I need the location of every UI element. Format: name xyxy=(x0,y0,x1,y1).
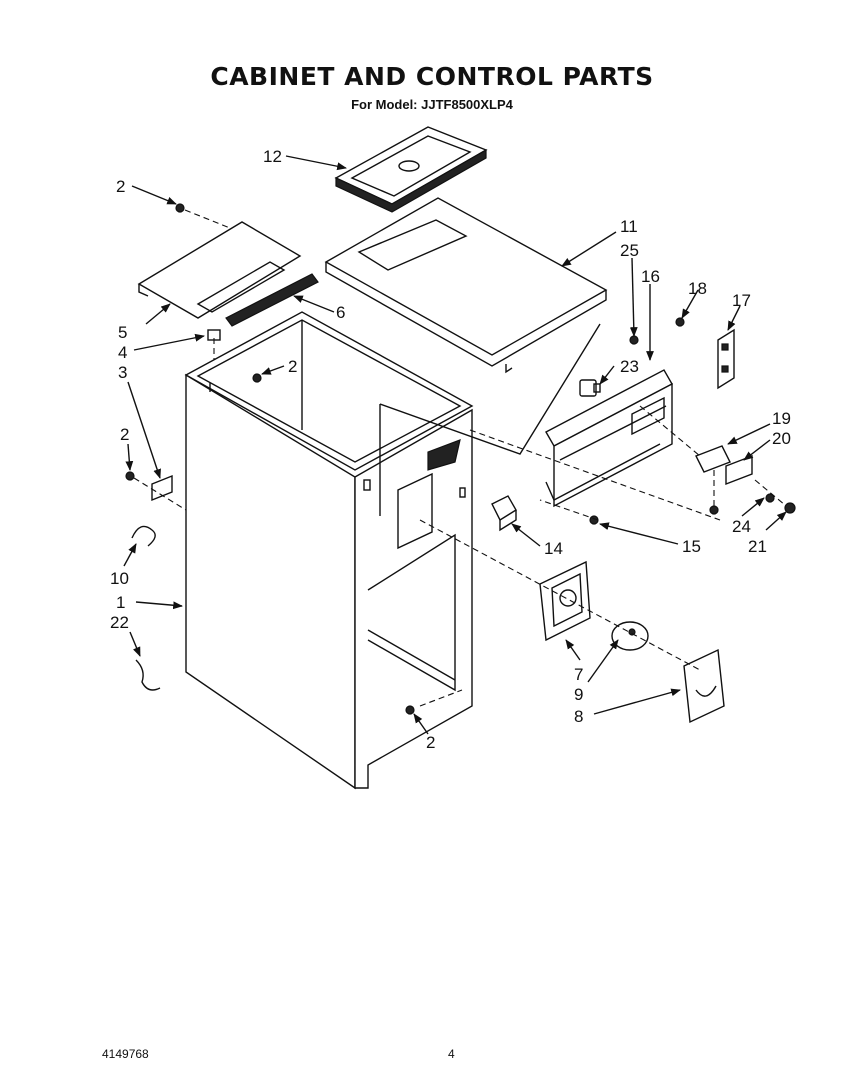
cabinet-body xyxy=(184,311,474,790)
callout-16: 16 xyxy=(641,267,660,286)
bracket-part-3 xyxy=(151,474,173,502)
switch-part-19 xyxy=(695,445,731,473)
callout-25: 25 xyxy=(620,241,639,260)
control-cover xyxy=(137,221,319,327)
callout-8: 8 xyxy=(574,707,583,726)
bracket-part-17 xyxy=(717,328,735,390)
callout-24: 24 xyxy=(732,517,751,536)
switch-part-14 xyxy=(491,495,517,532)
leader-lines xyxy=(123,155,787,735)
callout-1: 1 xyxy=(116,593,125,612)
knob-plate-8 xyxy=(683,648,725,724)
assembly-lines xyxy=(133,209,786,707)
callout-2: 2 xyxy=(288,357,297,376)
top-panel xyxy=(324,197,608,374)
cord-part-10 xyxy=(131,525,156,547)
callout-7: 7 xyxy=(574,665,583,684)
cord-part-22 xyxy=(135,659,161,691)
callout-6: 6 xyxy=(336,303,345,322)
document-number: 4149768 xyxy=(102,1047,149,1061)
switch-part-23 xyxy=(579,379,601,397)
callout-3: 3 xyxy=(118,363,127,382)
callout-2: 2 xyxy=(120,425,129,444)
callout-12: 12 xyxy=(263,147,282,166)
page-number: 4 xyxy=(448,1047,455,1061)
model-subtitle: For Model: JJTF8500XLP4 xyxy=(351,97,513,112)
control-bracket xyxy=(545,369,673,508)
dial-9 xyxy=(611,621,649,651)
callout-10: 10 xyxy=(110,569,129,588)
callout-18: 18 xyxy=(688,279,707,298)
callout-22: 22 xyxy=(110,613,129,632)
callout-17: 17 xyxy=(732,291,751,310)
callout-2: 2 xyxy=(116,177,125,196)
callout-2: 2 xyxy=(426,733,435,752)
callout-19: 19 xyxy=(772,409,791,428)
callout-21: 21 xyxy=(748,537,767,556)
callout-9: 9 xyxy=(574,685,583,704)
page-title: CABINET AND CONTROL PARTS xyxy=(210,62,654,91)
vent-cover xyxy=(334,126,488,213)
callout-23: 23 xyxy=(620,357,639,376)
callout-20: 20 xyxy=(772,429,791,448)
callout-11: 11 xyxy=(620,217,638,236)
callout-14: 14 xyxy=(544,539,563,558)
control-housing-7 xyxy=(539,560,591,642)
plate-part-20 xyxy=(725,454,753,486)
screws xyxy=(125,203,796,715)
callout-labels: 12 2 11 25 16 18 17 6 5 4 2 3 23 19 20 2… xyxy=(110,147,791,752)
callout-4: 4 xyxy=(118,343,127,362)
callout-5: 5 xyxy=(118,323,127,342)
callout-15: 15 xyxy=(682,537,701,556)
